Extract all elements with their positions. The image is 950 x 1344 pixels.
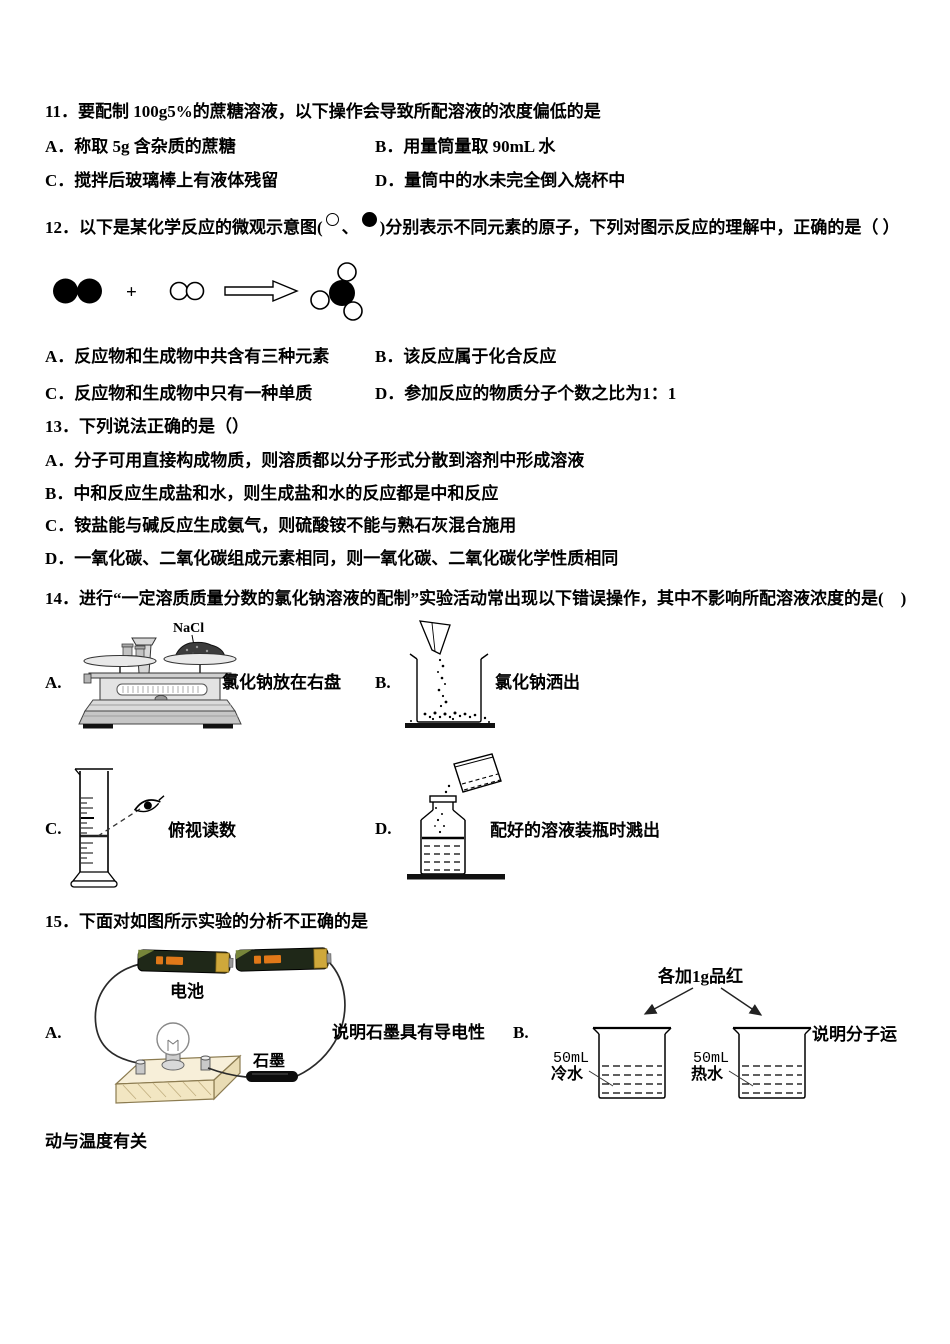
right-arrow-icon (720, 987, 763, 1016)
q14-option-a-text: 氯化钠放在右盘 (222, 673, 341, 692)
q12-title-post: )分别表示不同元素的原子，下列对图示反应的理解中，正确的是（ ） (379, 218, 900, 237)
q15-option-b-text-continued: 动与温度有关 (45, 1132, 147, 1151)
left-foot (83, 724, 113, 729)
left-pan (83, 654, 157, 668)
q12-option-b: B．该反应属于化合反应 (375, 347, 557, 366)
sliding-scale (116, 683, 208, 696)
cold-pointer-line (588, 1070, 614, 1087)
left-arrow-icon (643, 987, 694, 1015)
pouring-beaker (453, 753, 502, 793)
beaker-cold (592, 1026, 672, 1099)
graphite-label: 石墨 (252, 1052, 285, 1070)
graduated-cylinder (70, 768, 118, 888)
scale-ticks (122, 686, 199, 693)
q11-option-b: B．用量筒量取 90mL 水 (375, 137, 556, 156)
light-bulb (156, 1022, 190, 1071)
q15-option-b-text: 说明分子运 (812, 1025, 897, 1044)
pillar-top (131, 637, 157, 646)
q11-option-a: A．称取 5g 含杂质的蔗糖 (45, 137, 236, 156)
q12-title-pre: 12．以下是某化学反应的微观示意图( (45, 218, 323, 237)
q14-option-d-text: 配好的溶液装瓶时溅出 (490, 821, 660, 840)
graphite-rod (246, 1071, 298, 1082)
wood-base-front (115, 1079, 215, 1104)
right-pan (163, 652, 237, 666)
beam (88, 672, 232, 679)
beaker-hot (732, 1026, 812, 1099)
right-wire (296, 961, 346, 1077)
q12-option-a: A．反应物和生成物中共含有三种元素 (45, 347, 330, 366)
question-11-title: 11．要配制 100g5%的蔗糖溶液，以下操作会导致所配溶液的浓度偏低的是 (45, 102, 601, 121)
question-13-title: 13．下列说法正确的是（） (45, 417, 249, 436)
white-atom-icon (325, 213, 339, 226)
question-15-title: 15．下面对如图所示实验的分析不正确的是 (45, 912, 368, 931)
q13-option-a: A．分子可用直接构成物质，则溶质都以分子形式分散到溶剂中形成溶液 (45, 451, 585, 470)
q14-option-a-label: A. (45, 673, 62, 692)
hot-water-label: 热水 (691, 1064, 724, 1083)
q14-option-c-text: 俯视读数 (168, 821, 236, 840)
q14-option-b-text: 氯化钠洒出 (495, 673, 580, 692)
post-to-graphite-wire (207, 1067, 247, 1078)
reactant-black-molecule (53, 278, 102, 304)
q15-option-a-label: A. (45, 1023, 62, 1042)
binding-post (200, 1055, 211, 1071)
hot-pointer-line (728, 1070, 754, 1087)
q12-title-sep: 、 (341, 218, 359, 237)
plus-sign: + (126, 282, 137, 303)
right-foot (203, 724, 233, 729)
q12-option-d: D．参加反应的物质分子个数之比为1：1 (375, 384, 677, 403)
battery-label: 电池 (170, 981, 204, 1001)
battery (235, 947, 332, 972)
q14-option-b-label: B. (375, 673, 391, 692)
black-atom-icon (361, 212, 377, 227)
reaction-arrow-icon (224, 279, 299, 303)
nacl-label: NaCl (173, 621, 204, 636)
q15-option-b-label: B. (513, 1023, 529, 1042)
q11-option-d: D．量筒中的水未完全倒入烧杯中 (375, 171, 626, 190)
base-lower (78, 710, 242, 725)
cold-liquid (602, 1065, 662, 1094)
question-12-title: 12．以下是某化学反应的微观示意图( 、 )分别表示不同元素的原子，下列对图示反应的… (45, 212, 900, 238)
q11-option-c: C．搅拌后玻璃棒上有液体残留 (45, 171, 279, 190)
q14-option-c-label: C. (45, 819, 62, 838)
hot-liquid (742, 1065, 802, 1094)
cylinder-reading-illustration (70, 768, 165, 888)
filament (167, 1039, 179, 1051)
binding-post (135, 1059, 146, 1075)
question-14-title: 14．进行“一定溶质质量分数的氯化钠溶液的配制”实验活动常出现以下错误操作，其中… (45, 589, 907, 608)
bench-line (407, 874, 505, 880)
bottle-liquid (424, 845, 462, 871)
balance-scale-illustration: NaCl (78, 621, 242, 729)
weighing-paper (418, 620, 451, 655)
bottling-illustration (407, 753, 505, 880)
eye-icon (133, 795, 165, 813)
q13-option-b: B．中和反应生成盐和水，则生成盐和水的反应都是中和反应 (45, 484, 499, 503)
graphite-circuit-illustration: 电池 石墨 (94, 947, 346, 1104)
bench-line (405, 723, 495, 728)
battery (137, 949, 234, 974)
left-wire (94, 963, 141, 1064)
nacl-spill-illustration (405, 620, 495, 728)
hot-volume-label: 50mL (693, 1050, 729, 1067)
q13-option-d: D．一氧化碳、二氧化碳组成元素相同，则一氧化碳、二氧化碳化学性质相同 (45, 549, 619, 568)
product-molecule (310, 262, 363, 321)
sight-line (97, 808, 141, 837)
fuchsin-label: 各加1g品红 (657, 966, 743, 986)
beaker (409, 653, 489, 723)
q15-option-a-text: 说明石墨具有导电性 (332, 1023, 485, 1042)
cylinder-ticks (81, 797, 94, 864)
wood-grain (122, 1080, 212, 1100)
reactant-white-molecule (169, 281, 205, 301)
q13-option-c: C．铵盐能与碱反应生成氨气，则硫酸铵不能与熟石灰混合施用 (45, 516, 517, 535)
q14-option-d-label: D. (375, 819, 392, 838)
reaction-micro-diagram: + (53, 262, 363, 321)
splash-specks (434, 807, 445, 834)
cold-water-label: 冷水 (551, 1064, 584, 1083)
cold-volume-label: 50mL (553, 1050, 589, 1067)
q12-option-c: C．反应物和生成物中只有一种单质 (45, 384, 313, 403)
fuchsin-diffusion-illustration: 各加1g品红 50mL 冷水 50mL 热水 (551, 966, 812, 1099)
